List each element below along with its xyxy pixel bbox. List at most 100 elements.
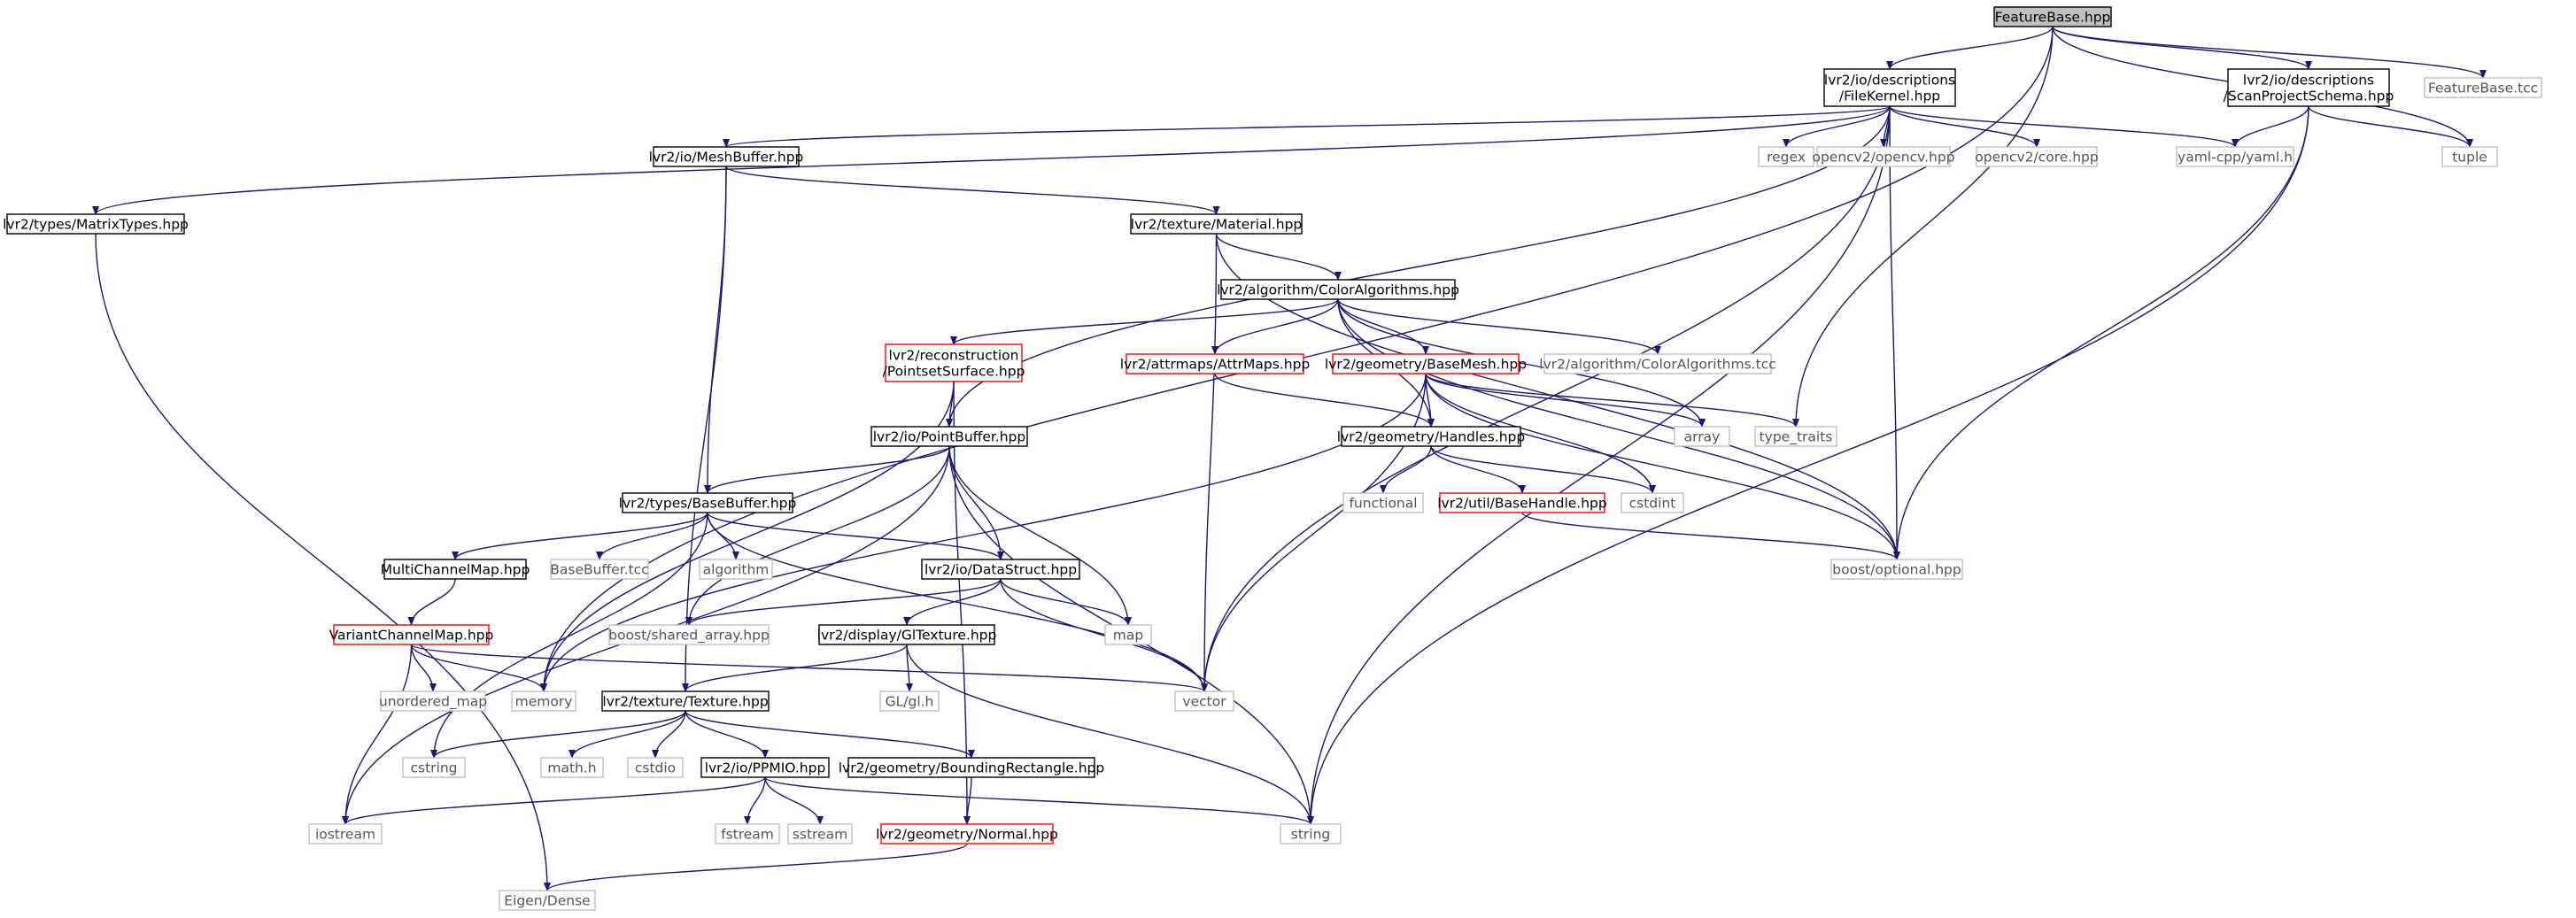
node-label: MultiChannelMap.hpp — [381, 562, 530, 578]
node-variantchannelmap[interactable]: VariantChannelMap.hpp — [329, 624, 494, 645]
edge-filekernel-to-regex — [1783, 105, 1891, 148]
node-pointbuffer[interactable]: lvr2/io/PointBuffer.hpp — [870, 426, 1028, 447]
edge-texture-to-cstdio — [652, 710, 686, 759]
node-basemesh[interactable]: lvr2/geometry/BaseMesh.hpp — [1325, 353, 1527, 374]
node-label: lvr2/texture/Material.hpp — [1131, 217, 1303, 233]
node-featurebase[interactable]: FeatureBase.hpp — [1993, 6, 2112, 27]
node-label: lvr2/geometry/Handles.hpp — [1337, 429, 1525, 445]
node-multichannelmap[interactable]: MultiChannelMap.hpp — [381, 559, 530, 580]
node-datastruct[interactable]: lvr2/io/DataStruct.hpp — [921, 559, 1080, 580]
node-filekernel[interactable]: lvr2/io/descriptions/FileKernel.hpp — [1823, 68, 1956, 107]
node-meshbuffer[interactable]: lvr2/io/MeshBuffer.hpp — [649, 146, 804, 167]
node-material[interactable]: lvr2/texture/Material.hpp — [1130, 213, 1303, 235]
node-gltexture[interactable]: lvr2/display/GlTexture.hpp — [817, 624, 997, 645]
edge-coloralgorithms-to-basemesh — [1337, 298, 1429, 355]
node-box — [1543, 353, 1772, 374]
node-box — [622, 492, 793, 513]
node-eigendense: Eigen/Dense — [499, 890, 596, 911]
node-label: lvr2/io/MeshBuffer.hpp — [649, 150, 804, 166]
node-box — [333, 624, 490, 645]
node-label: lvr2/geometry/BaseMesh.hpp — [1325, 357, 1527, 373]
edge-texture-to-math_h — [569, 710, 686, 759]
node-box — [1754, 426, 1837, 447]
edge-datastruct-to-gltexture — [903, 578, 1002, 626]
node-label: memory — [515, 694, 573, 710]
node-box — [1830, 559, 1963, 580]
edge-basebuffer-to-cstring — [430, 512, 708, 759]
node-box — [699, 559, 773, 580]
edge-featurebase-to-featurebase_tcc — [2052, 26, 2487, 79]
node-box — [2441, 146, 2498, 167]
node-box — [2227, 68, 2390, 107]
node-coloralgorithms[interactable]: lvr2/algorithm/ColorAlgorithms.hpp — [1217, 279, 1459, 300]
node-box — [511, 690, 576, 712]
node-label: FeatureBase.tcc — [2428, 81, 2538, 96]
edge-meshbuffer-to-material — [725, 166, 1220, 215]
edge-variantchannelmap-to-iostream — [342, 644, 413, 825]
node-box — [1758, 146, 1814, 167]
node-basebuffer[interactable]: lvr2/types/BaseBuffer.hpp — [619, 492, 797, 513]
node-box — [383, 559, 527, 580]
edge-handles-to-cstdint — [1430, 445, 1656, 494]
node-cstdint: cstdint — [1621, 492, 1684, 513]
node-coloralgorithms_tcc: lvr2/algorithm/ColorAlgorithms.tcc — [1539, 353, 1776, 374]
edge-basebuffer-to-multichannelmap — [452, 512, 708, 560]
edge-ppmio-to-sstream — [764, 776, 824, 825]
node-box — [308, 823, 383, 845]
node-ppmio[interactable]: lvr2/io/PPMIO.hpp — [700, 757, 830, 778]
edge-filekernel-to-opencvcore — [1889, 105, 2040, 148]
edge-filekernel-to-matrixtypes — [92, 105, 1891, 215]
node-box — [6, 213, 185, 235]
node-unordered_map: unordered_map — [379, 690, 487, 712]
node-box — [1993, 6, 2112, 27]
node-label: opencv2/opencv.hpp — [1812, 150, 1954, 166]
edge-filekernel-to-meshbuffer — [723, 105, 1891, 148]
node-normal[interactable]: lvr2/geometry/Normal.hpp — [876, 823, 1058, 845]
node-math_h: math.h — [540, 757, 604, 778]
node-label: GL/gl.h — [886, 694, 934, 710]
node-box — [879, 690, 940, 712]
node-matrixtypes[interactable]: lvr2/types/MatrixTypes.hpp — [3, 213, 189, 235]
node-label: /FileKernel.hpp — [1839, 89, 1940, 104]
node-label: fstream — [721, 827, 774, 843]
edge-coloralgorithms-to-coloralgorithms_tcc — [1337, 298, 1661, 355]
edge-variantchannelmap-to-vector — [410, 644, 1208, 692]
node-handles[interactable]: lvr2/geometry/Handles.hpp — [1337, 426, 1525, 447]
edge-handles-to-basehandle — [1430, 445, 1526, 494]
node-label: algorithm — [703, 562, 770, 578]
edge-scanprojectschema-to-string — [1307, 105, 2309, 825]
edge-multichannelmap-to-variantchannelmap — [407, 578, 456, 626]
node-map: map — [1104, 624, 1152, 645]
edge-boundingrect-to-normal — [963, 776, 972, 825]
edge-featurebase-to-filekernel — [1886, 26, 2054, 70]
node-boundingrect[interactable]: lvr2/geometry/BoundingRectangle.hpp — [839, 757, 1105, 778]
node-texture[interactable]: lvr2/texture/Texture.hpp — [601, 690, 770, 712]
node-pointsetsurface[interactable]: lvr2/reconstruction/PointsetSurface.hpp — [883, 343, 1025, 382]
node-scanprojectschema[interactable]: lvr2/io/descriptions/ScanProjectSchema.h… — [2224, 68, 2394, 107]
node-label: boost/shared_array.hpp — [608, 628, 770, 644]
node-opencvcore: opencv2/core.hpp — [1975, 146, 2099, 167]
node-label: lvr2/texture/Texture.hpp — [602, 694, 768, 710]
node-box — [700, 757, 830, 778]
node-label: lvr2/algorithm/ColorAlgorithms.tcc — [1539, 357, 1775, 373]
node-label: sstream — [793, 827, 847, 843]
edge-filekernel-to-boostoptional — [1889, 105, 1900, 560]
node-attrmaps[interactable]: lvr2/attrmaps/AttrMaps.hpp — [1120, 353, 1311, 374]
node-box — [1280, 823, 1342, 845]
node-label: lvr2/attrmaps/AttrMaps.hpp — [1120, 357, 1311, 373]
node-box — [885, 343, 1023, 382]
node-label: lvr2/io/descriptions — [2243, 73, 2374, 89]
node-label: string — [1291, 827, 1331, 843]
node-cstdio: cstdio — [627, 757, 684, 778]
node-box — [2424, 77, 2542, 98]
node-type_traits: type_traits — [1754, 426, 1837, 447]
node-box — [1823, 68, 1956, 107]
node-basehandle[interactable]: lvr2/util/BaseHandle.hpp — [1437, 492, 1607, 513]
node-box — [380, 690, 486, 712]
node-box — [608, 624, 770, 645]
node-box — [653, 146, 800, 167]
node-box — [627, 757, 684, 778]
node-boostoptional: boost/optional.hpp — [1830, 559, 1963, 580]
node-algorithm: algorithm — [699, 559, 773, 580]
edge-scanprojectschema-to-yamlcpp — [2232, 105, 2309, 148]
